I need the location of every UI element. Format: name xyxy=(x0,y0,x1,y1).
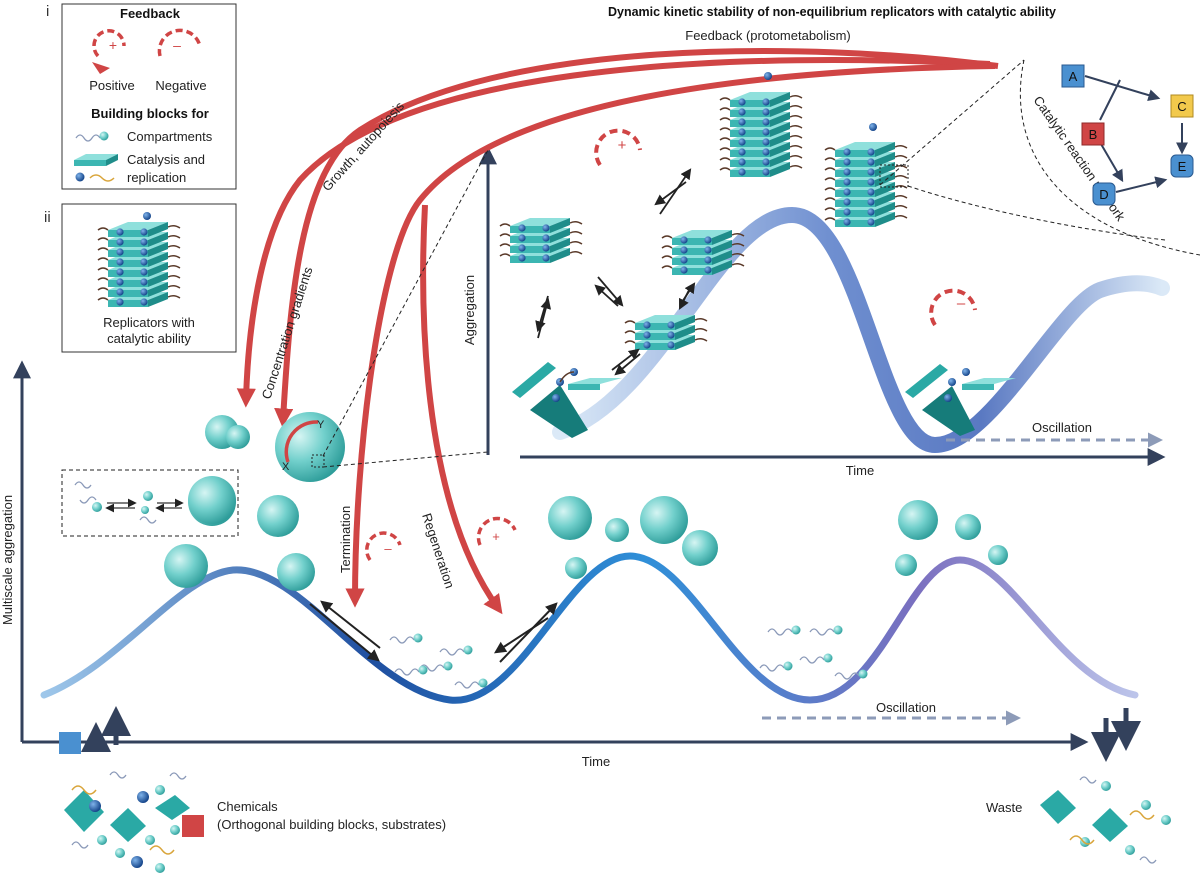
inset-disassembled-blocks-left xyxy=(512,362,622,438)
inset-negative-feedback-icon: – xyxy=(929,288,977,327)
inset-oscillation-curve xyxy=(552,206,1170,454)
negative-feedback-icon: – xyxy=(157,28,202,57)
catalytic-network-label: Catalytic reaction network xyxy=(1031,93,1129,224)
svg-text:D: D xyxy=(1099,187,1108,202)
main-oscillation-curve xyxy=(40,552,1139,704)
chemicals-label-line2: (Orthogonal building blocks, substrates) xyxy=(217,817,446,832)
catalysis-label-line1: Catalysis and xyxy=(127,152,205,167)
inset-x-axis-label: Time xyxy=(846,463,874,478)
replicators-label-line1: Replicators with xyxy=(103,315,195,330)
main-axes: Multiscale aggregation Time xyxy=(0,360,1089,769)
inset-positive-feedback-icon: + xyxy=(594,128,642,167)
svg-text:C: C xyxy=(1177,99,1186,114)
replicator-stack-middle xyxy=(662,230,744,275)
catalytic-network-callout: Catalytic reaction network A B C D E xyxy=(879,59,1200,256)
free-surfactants-valley2 xyxy=(759,624,869,680)
regeneration-arrow-label: Regeneration xyxy=(419,511,457,590)
svg-text:A: A xyxy=(1069,69,1078,84)
vesicle-axis-y-label: Y xyxy=(317,419,325,431)
negative-label: Negative xyxy=(155,78,206,93)
figure-title: Dynamic kinetic stability of non-equilib… xyxy=(608,5,1056,19)
catalysis-label-line2: replication xyxy=(127,170,186,185)
svg-text:+: + xyxy=(492,529,500,544)
main-oscillation-label: Oscillation xyxy=(876,700,936,715)
main-negative-feedback-icon: – xyxy=(365,531,402,562)
building-blocks-title: Building blocks for xyxy=(91,106,209,121)
network-node-b: B xyxy=(1081,122,1105,146)
network-node-a: A xyxy=(1061,64,1085,88)
replicator-stack-left xyxy=(500,218,582,263)
self-assembly-box xyxy=(61,469,239,537)
svg-text:E: E xyxy=(1178,159,1187,174)
legend-panel-ii: ii Replicators with catalytic ability xyxy=(44,203,237,353)
replicators-label-line2: catalytic ability xyxy=(107,331,191,346)
feedback-protometabolism-arrow xyxy=(274,48,999,428)
network-node-e: E xyxy=(1170,154,1194,178)
chemicals-input xyxy=(59,706,204,873)
inset-disassembled-blocks-right xyxy=(905,364,1016,436)
svg-text:–: – xyxy=(384,541,392,556)
feedback-arrow-label: Feedback (protometabolism) xyxy=(685,28,850,43)
main-equilibrium-arrows xyxy=(309,600,558,663)
feedback-title: Feedback xyxy=(120,6,181,21)
replicator-stack-tall-top xyxy=(720,72,802,177)
svg-text:+: + xyxy=(618,137,627,154)
waste-label: Waste xyxy=(986,800,1022,815)
svg-text:–: – xyxy=(173,37,181,53)
panel-i-label: i xyxy=(46,3,49,20)
svg-text:+: + xyxy=(109,37,117,53)
termination-arrow-label: Termination xyxy=(338,506,353,573)
main-oscillation-indicator: Oscillation xyxy=(762,700,1021,726)
replicator-stack-small xyxy=(625,315,707,350)
svg-text:B: B xyxy=(1089,127,1098,142)
svg-text:–: – xyxy=(957,295,966,312)
vesicle-axis-x-label: X xyxy=(282,461,290,473)
regeneration-arrow xyxy=(420,204,503,615)
inset-equilibrium-arrows xyxy=(535,168,696,376)
inset-y-axis-label: Aggregation xyxy=(462,275,477,345)
positive-label: Positive xyxy=(89,78,135,93)
vesicle-group-peak3 xyxy=(895,500,1008,576)
compartment-block-icon xyxy=(75,130,110,142)
inset-oscillation-label: Oscillation xyxy=(1032,420,1092,435)
main-y-axis-label: Multiscale aggregation xyxy=(0,495,15,625)
main-positive-feedback-icon: + xyxy=(476,516,517,546)
panel-ii-label: ii xyxy=(44,209,51,226)
feedback-arrows xyxy=(236,48,999,615)
termination-arrow xyxy=(345,63,996,608)
chemicals-label-line1: Chemicals xyxy=(217,799,278,814)
network-node-d: D xyxy=(1092,182,1116,206)
replicator-stack-icon xyxy=(98,212,180,307)
inset-oscillation-indicator: Oscillation xyxy=(946,420,1163,448)
network-node-c: C xyxy=(1170,94,1194,118)
zoom-line-upper xyxy=(322,149,489,457)
inset-axes: Aggregation Time xyxy=(462,146,1166,478)
growth-autopoiesis-arrow xyxy=(236,57,991,408)
central-vesicle: X Y xyxy=(275,412,345,482)
legend-panel-i: i Feedback + – Positive Negative Buildin… xyxy=(46,3,237,190)
catalysis-block-icon xyxy=(74,154,118,182)
waste-output xyxy=(1040,708,1171,864)
growth-arrow-label: Growth, autopoiesis xyxy=(319,98,407,194)
positive-feedback-icon: + xyxy=(92,29,126,74)
replicator-stack-tall-right xyxy=(825,123,909,227)
vesicle-group-peak2 xyxy=(548,496,718,579)
zoom-line-lower xyxy=(322,451,489,468)
compartments-label: Compartments xyxy=(127,129,213,144)
main-x-axis-label: Time xyxy=(582,754,610,769)
